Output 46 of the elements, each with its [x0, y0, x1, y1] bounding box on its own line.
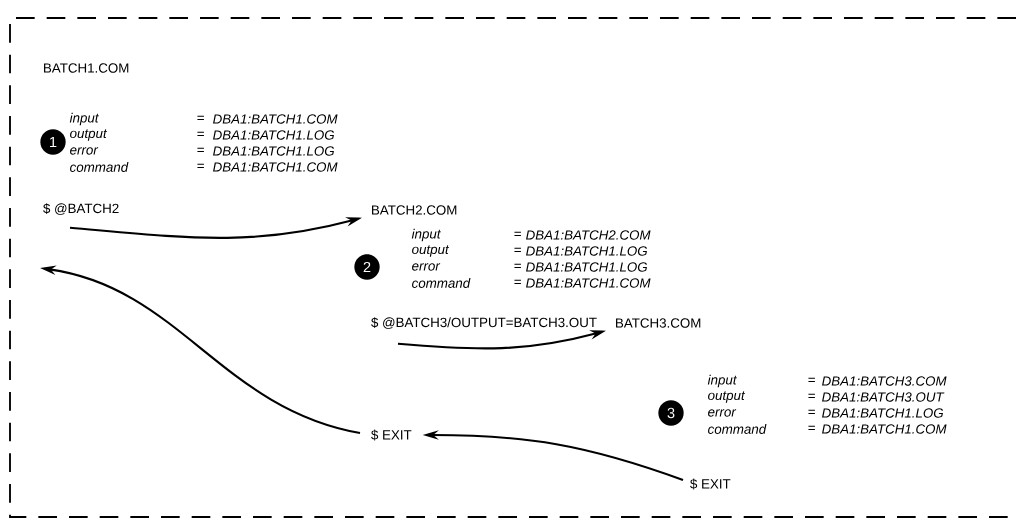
parameter-name: output: [708, 391, 746, 403]
callout-number: 2: [354, 254, 380, 280]
file-path: DBA1:BATCH3.COM: [822, 376, 947, 386]
file-path: DBA1:BATCH2.COM: [526, 230, 651, 240]
command-text: $ EXIT: [371, 429, 412, 441]
file-path: DBA1:BATCH1.LOG: [213, 130, 335, 140]
command-text: $ @BATCH2: [43, 203, 119, 215]
file-path: DBA1:BATCH3.OUT: [822, 392, 945, 402]
equals-sign: =: [197, 147, 204, 153]
parameter-name: error: [70, 147, 99, 155]
parameter-name: output: [70, 129, 108, 141]
parameter-name: command: [412, 278, 471, 288]
callout-number: 3: [658, 400, 684, 426]
equals-sign: =: [808, 409, 815, 415]
command-text: $ EXIT: [690, 478, 731, 490]
parameter-name: command: [70, 162, 129, 172]
parameter-name: error: [412, 263, 441, 271]
file-path: DBA1:BATCH1.COM: [822, 424, 947, 434]
command-text: $ @BATCH3/OUTPUT=BATCH3.OUT: [371, 317, 597, 329]
file-path: DBA1:BATCH1.LOG: [822, 408, 944, 418]
equals-sign: =: [514, 231, 521, 237]
equals-sign: =: [197, 131, 204, 137]
equals-sign: =: [808, 377, 815, 383]
equals-sign: =: [808, 393, 815, 399]
equals-sign: =: [197, 163, 204, 169]
file-path: DBA1:BATCH1.COM: [213, 162, 338, 172]
file-path: DBA1:BATCH1.LOG: [526, 262, 648, 272]
equals-sign: =: [197, 115, 204, 121]
file-path: DBA1:BATCH1.LOG: [213, 146, 335, 156]
file-path: DBA1:BATCH1.COM: [213, 114, 338, 124]
equals-sign: =: [808, 425, 815, 431]
command-text: BATCH3.COM: [616, 318, 701, 328]
file-path: DBA1:BATCH1.COM: [526, 278, 651, 288]
file-name: BATCH1.COM: [44, 63, 129, 73]
parameter-name: command: [708, 424, 767, 434]
parameter-name: input: [69, 112, 99, 126]
equals-sign: =: [514, 247, 521, 253]
parameter-name: error: [708, 409, 737, 417]
callout-number: 1: [40, 129, 66, 155]
parameter-name: output: [412, 245, 450, 257]
file-path: DBA1:BATCH1.LOG: [526, 246, 648, 256]
equals-sign: =: [514, 263, 521, 269]
parameter-name: input: [411, 228, 441, 242]
equals-sign: =: [514, 279, 521, 285]
command-text: BATCH2.COM: [372, 205, 457, 215]
parameter-name: input: [707, 374, 737, 388]
